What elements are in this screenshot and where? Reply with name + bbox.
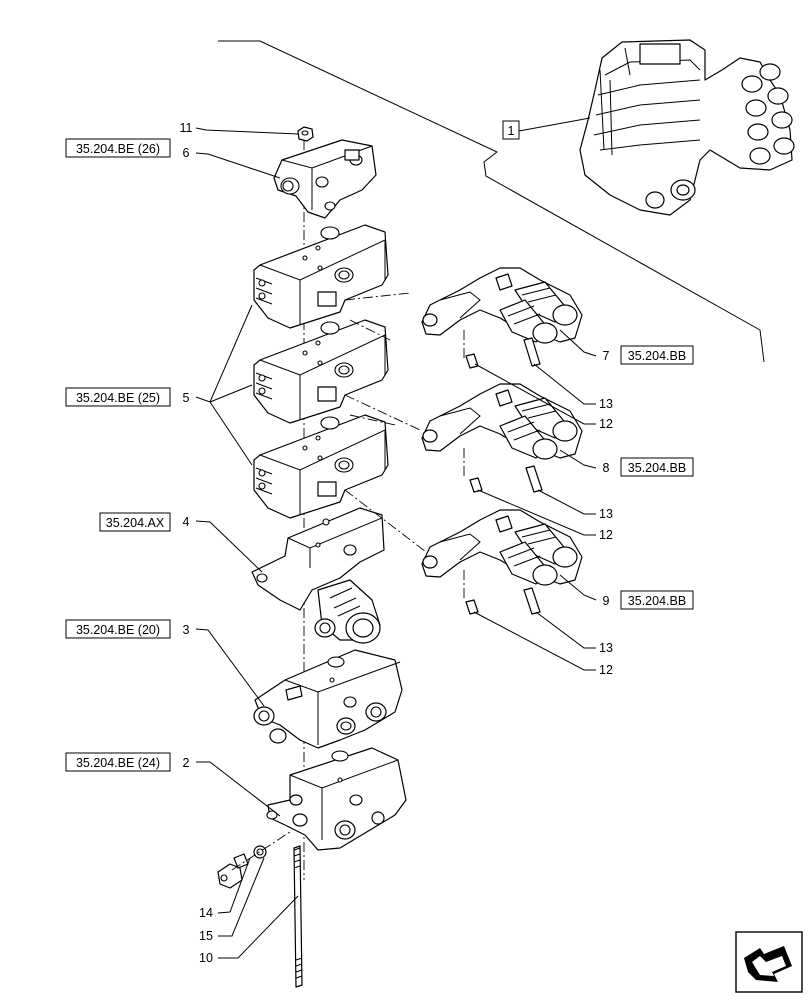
screws-set-a <box>465 337 541 369</box>
part-7-coupler-block <box>421 267 583 344</box>
ref-box-20[interactable]: 35.204.BE (20) <box>65 619 171 639</box>
coupler-7-cylinders <box>499 281 578 344</box>
callout-6: 6 <box>183 146 190 160</box>
callout-7: 7 <box>603 349 610 363</box>
svg-text:35.204.BE (24): 35.204.BE (24) <box>76 756 160 770</box>
overview-valve-stack <box>579 39 795 216</box>
svg-text:35.204.AX: 35.204.AX <box>106 516 165 530</box>
ref-box-ax[interactable]: 35.204.AX <box>99 512 171 532</box>
axis-line-8 <box>344 394 421 431</box>
axis-line-7 <box>344 292 411 301</box>
callout-12-a: 12 <box>599 417 613 431</box>
part-10-tie-rod <box>293 845 303 988</box>
part-11-nut <box>297 126 314 142</box>
callout-14: 14 <box>199 906 213 920</box>
callout-5: 5 <box>183 391 190 405</box>
ref-box-26[interactable]: 35.204.BE (26) <box>65 138 171 158</box>
svg-text:35.204.BB: 35.204.BB <box>628 594 686 608</box>
svg-text:35.204.BB: 35.204.BB <box>628 349 686 363</box>
part-9-coupler-block <box>421 509 583 586</box>
book-arrow-icon[interactable] <box>735 931 803 993</box>
screws-set-c <box>465 587 541 615</box>
part-8-coupler-block <box>421 383 583 460</box>
part-4-valve-coupler <box>251 507 385 644</box>
callout-13-a: 13 <box>599 397 613 411</box>
part-6-end-cover <box>273 139 377 219</box>
part-5-section-upper <box>253 224 389 329</box>
ref-box-24[interactable]: 35.204.BE (24) <box>65 752 171 772</box>
coupler-9-cylinders <box>499 523 578 586</box>
callout-4: 4 <box>183 515 190 529</box>
part-5-section-lower <box>253 414 389 519</box>
svg-text:35.204.BB: 35.204.BB <box>628 461 686 475</box>
callout-2: 2 <box>183 756 190 770</box>
svg-text:35.204.BE (26): 35.204.BE (26) <box>76 142 160 156</box>
callout-10: 10 <box>199 951 213 965</box>
callout-3: 3 <box>183 623 190 637</box>
leader-lines <box>195 127 597 959</box>
axis-line-b <box>349 414 396 426</box>
plug-axis <box>231 831 291 871</box>
part-5-section-middle <box>253 319 389 424</box>
callout-1: 1 <box>508 124 515 138</box>
callout-8: 8 <box>603 461 610 475</box>
callout-13-c: 13 <box>599 641 613 655</box>
callout-13-b: 13 <box>599 507 613 521</box>
part-3-valve <box>253 649 403 749</box>
callout-12-b: 12 <box>599 528 613 542</box>
ref-box-bb-7[interactable]: 35.204.BB <box>620 345 694 365</box>
overview-couplers <box>645 63 795 209</box>
callout-15: 15 <box>199 929 213 943</box>
screws-set-b <box>469 465 543 493</box>
coupler-8-cylinders <box>499 397 578 460</box>
svg-text:35.204.BE (20): 35.204.BE (20) <box>76 623 160 637</box>
ref-box-bb-8[interactable]: 35.204.BB <box>620 457 694 477</box>
callout-12-c: 12 <box>599 663 613 677</box>
overview-assembly: 1 <box>218 39 795 363</box>
svg-text:35.204.BE (25): 35.204.BE (25) <box>76 391 160 405</box>
callout-9: 9 <box>603 594 610 608</box>
ref-box-25[interactable]: 35.204.BE (25) <box>65 387 171 407</box>
part-2-inlet-section <box>266 747 407 851</box>
axis-line-a <box>349 319 391 341</box>
callout-labels: 11 6 5 4 3 2 7 8 9 13 12 13 12 13 12 14 … <box>180 121 613 965</box>
part-14-plug <box>217 853 249 889</box>
callout-11: 11 <box>180 121 193 135</box>
part-15-seal <box>253 845 267 859</box>
ref-box-bb-9[interactable]: 35.204.BB <box>620 590 694 610</box>
